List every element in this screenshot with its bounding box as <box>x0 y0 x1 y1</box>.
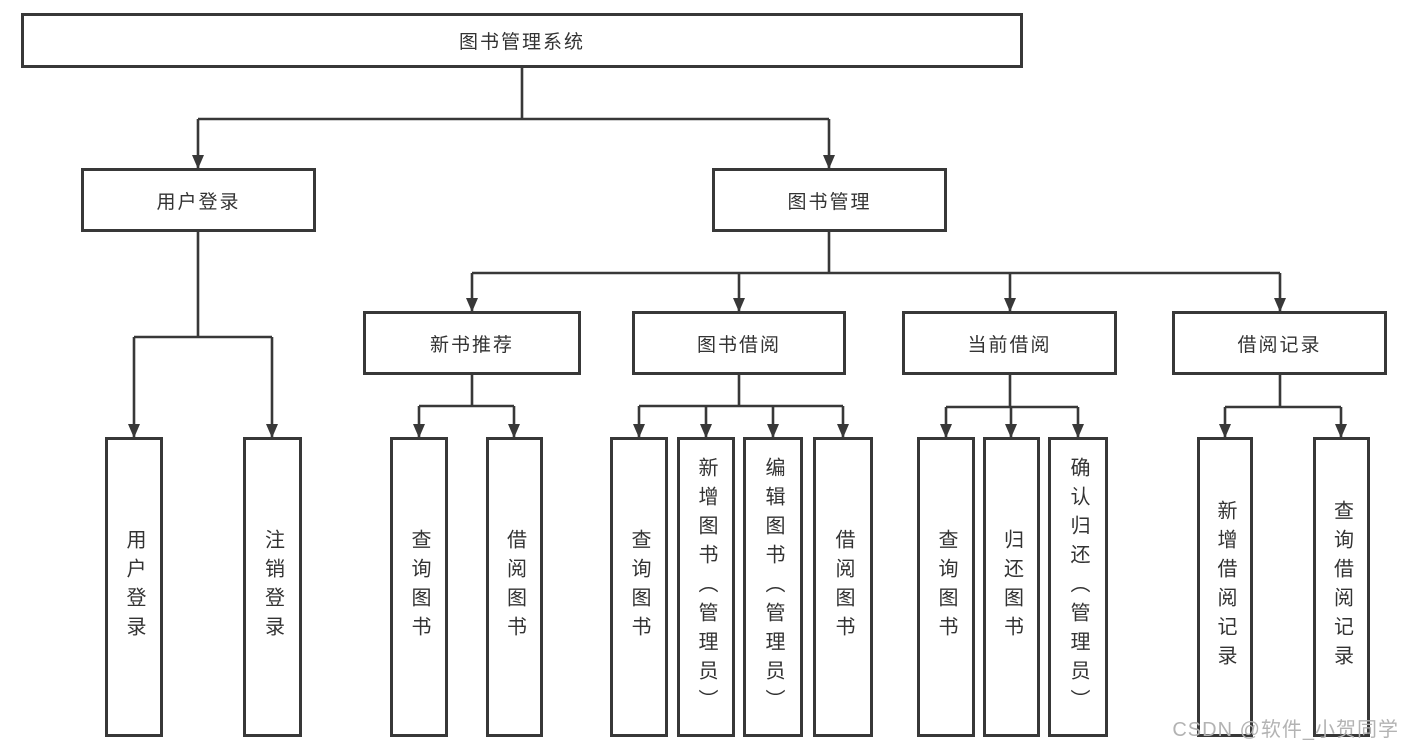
leaf-confirm-return-admin: 确认归还（管理员） <box>1048 437 1108 737</box>
leaf-label: 新增借阅记录 <box>1214 500 1236 674</box>
leaf-label: 借阅图书 <box>503 529 526 645</box>
leaf-borrow-books: 借阅图书 <box>813 437 873 737</box>
node-label: 用户登录 <box>156 191 241 213</box>
leaf-label: 查询图书 <box>408 529 430 645</box>
leaf-query-books-recommend: 查询图书 <box>390 437 448 737</box>
leaf-query-borrow-record: 查询借阅记录 <box>1313 437 1370 737</box>
leaf-label: 查询图书 <box>935 529 957 645</box>
leaf-return-books: 归还图书 <box>983 437 1040 737</box>
leaf-logout-login: 注销登录 <box>243 437 302 737</box>
leaf-label: 编辑图书（管理员） <box>762 456 784 718</box>
leaf-query-books-borrow: 查询图书 <box>610 437 668 737</box>
node-label: 图书管理系统 <box>458 32 585 53</box>
leaf-label: 用户登录 <box>123 529 145 645</box>
csdn-watermark: CSDN @软件_小贺同学 <box>1172 719 1399 741</box>
leaf-label: 查询图书 <box>628 529 650 645</box>
leaf-label: 借阅图书 <box>832 529 854 645</box>
leaf-query-books-current: 查询图书 <box>917 437 975 737</box>
node-label: 借阅记录 <box>1237 334 1322 356</box>
node-label: 图书借阅 <box>696 334 781 356</box>
node-label: 新书推荐 <box>429 334 514 356</box>
node-label: 图书管理 <box>787 191 872 213</box>
leaf-borrow-books-recommend: 借阅图书 <box>486 437 543 737</box>
node-borrow-records: 借阅记录 <box>1172 311 1387 375</box>
node-label: 当前借阅 <box>967 334 1052 356</box>
leaf-label: 查询借阅记录 <box>1330 500 1353 674</box>
node-new-book-recommend: 新书推荐 <box>363 311 581 375</box>
leaf-add-books-admin: 新增图书（管理员） <box>677 437 735 737</box>
leaf-add-borrow-record: 新增借阅记录 <box>1197 437 1253 737</box>
node-current-borrow: 当前借阅 <box>902 311 1117 375</box>
node-library-management-system: 图书管理系统 <box>21 13 1023 68</box>
leaf-label: 注销登录 <box>261 529 284 645</box>
node-book-borrow: 图书借阅 <box>632 311 846 375</box>
leaf-label: 新增图书（管理员） <box>695 456 717 718</box>
node-book-management: 图书管理 <box>712 168 947 232</box>
leaf-label: 归还图书 <box>1000 529 1023 645</box>
node-user-login: 用户登录 <box>81 168 316 232</box>
leaf-edit-books-admin: 编辑图书（管理员） <box>743 437 803 737</box>
leaf-label: 确认归还（管理员） <box>1067 456 1089 718</box>
leaf-user-login: 用户登录 <box>105 437 163 737</box>
